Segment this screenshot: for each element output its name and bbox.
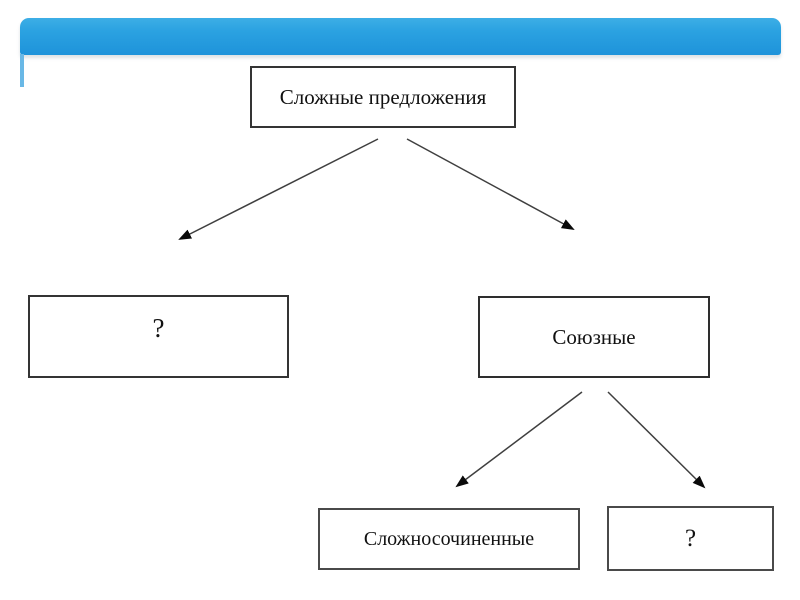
arrow-soyuznye-to-right-unknown — [607, 391, 706, 489]
node-left-unknown: ? — [28, 295, 289, 378]
slide-accent-bar — [20, 18, 781, 55]
arrow-root-to-left-unknown — [178, 138, 379, 240]
node-right-unknown: ? — [607, 506, 774, 571]
arrow-soyuznye-to-slozhnosochinennye — [455, 391, 583, 488]
slide-accent-bar-tail — [20, 54, 24, 87]
arrow-root-to-soyuznye — [406, 138, 575, 230]
node-slozhnosochinennye: Сложносочиненные — [318, 508, 580, 570]
node-soyuznye: Союзные — [478, 296, 710, 378]
node-root: Сложные предложения — [250, 66, 516, 128]
